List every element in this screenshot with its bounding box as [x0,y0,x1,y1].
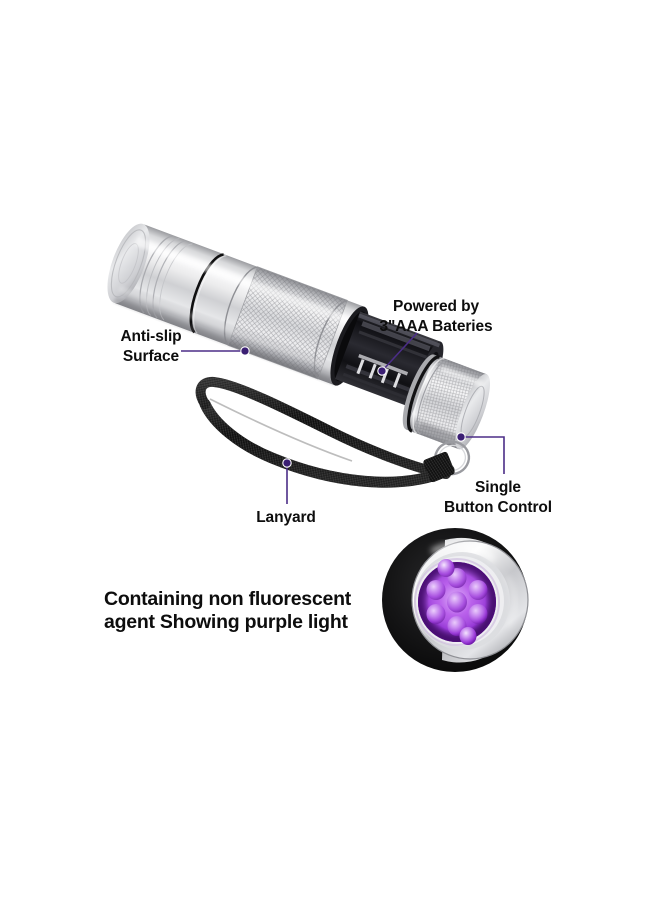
callout-single-button-line2: Button Control [444,499,552,517]
callout-powered-by-line1: Powered by [393,298,479,315]
callout-anti-slip: Anti-slip Surface [86,327,216,368]
flashlight-tube [107,223,364,386]
flashlight-body [107,223,446,410]
dot-powered-by [377,366,387,376]
leader-single-button [461,436,505,474]
battery-holder-rails [342,321,431,401]
dot-single-button [456,432,466,442]
dot-anti-slip [240,346,250,356]
callout-anti-slip-line1: Anti-slip [120,328,182,345]
tail-cap-face [455,374,490,450]
callout-single-button: Single Button Control [430,478,566,519]
led-head-lit [382,528,529,672]
tail-cap [402,354,490,450]
callout-anti-slip-line2: Surface [122,348,180,366]
callout-lanyard: Lanyard [236,508,336,528]
callout-powered-by: Powered by 3"AAA Bateries [372,297,500,338]
callout-single-button-line1: Single [475,479,521,496]
body-seam [189,253,224,334]
headline-line1: Containing non fluorescent [104,588,351,610]
callout-lanyard-line1: Lanyard [256,509,316,526]
callout-dots [240,346,466,468]
leader-powered-by [381,332,418,372]
callout-powered-by-line2: 3"AAA Bateries [379,318,493,336]
head-grooves [139,235,193,321]
headline-line2: agent Showing purple light [104,611,348,634]
dot-lanyard [282,458,292,468]
lanyard-clasp [423,451,455,483]
o-ring [406,355,441,433]
headline-text: Containing non fluorescent agent Showing… [104,588,434,635]
callout-leaders [181,332,505,504]
